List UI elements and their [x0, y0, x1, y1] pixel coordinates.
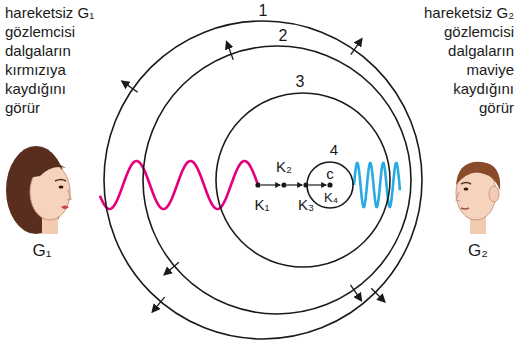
observer-note: hareketsiz G₁ gözlemcisi dalgaların kırm…: [5, 3, 103, 117]
circle-number: 2: [279, 26, 288, 45]
point-label: K₄: [324, 190, 338, 206]
point-label: K₂: [276, 158, 292, 176]
circle-outline: [103, 20, 423, 340]
observer-label: G₂: [468, 241, 488, 261]
source-dot: [281, 182, 286, 187]
circle-outline: [104, 21, 422, 339]
wavefront-circle: 1234cK₄: [103, 20, 423, 340]
circle-outline: [216, 93, 390, 267]
brow: [461, 183, 471, 185]
brow: [55, 180, 66, 182]
circle-number: 4: [330, 141, 338, 159]
circle-number: 3: [296, 72, 305, 91]
source-dot: [255, 182, 260, 187]
hair: [28, 162, 66, 178]
circle-outline: [215, 92, 391, 268]
point-label: K₁: [254, 196, 269, 214]
propagation-arrow: [350, 285, 361, 301]
nose: [456, 192, 460, 201]
motion-arrow: [309, 184, 326, 185]
eye: [59, 185, 64, 188]
ear: [489, 186, 499, 202]
circle-number: 1: [259, 1, 268, 20]
blueshift-wave: [354, 163, 400, 207]
observer-note: hareketsiz G₂ gözlemcisi dalgaların mavi…: [416, 3, 514, 117]
propagation-arrow: [351, 39, 362, 55]
wavefront-circle: 234cK₄: [142, 45, 412, 315]
eye: [464, 187, 469, 190]
point-label: K₃: [298, 196, 314, 214]
lips: [61, 206, 69, 210]
circle-outline: [142, 45, 412, 315]
circle-outline: [143, 46, 411, 314]
point-label: c: [326, 165, 334, 183]
redshift-wave: [100, 161, 258, 209]
mouth: [461, 208, 469, 209]
source-dot: [327, 182, 332, 187]
observer-label: G₁: [33, 241, 52, 261]
motion-arrow: [287, 184, 302, 185]
hair: [456, 162, 500, 190]
motion-arrow: [261, 184, 280, 185]
nose: [67, 190, 71, 200]
propagation-arrow: [122, 81, 138, 92]
wavefront-circle: 34cK₄: [215, 92, 391, 268]
propagation-arrow: [227, 42, 233, 60]
